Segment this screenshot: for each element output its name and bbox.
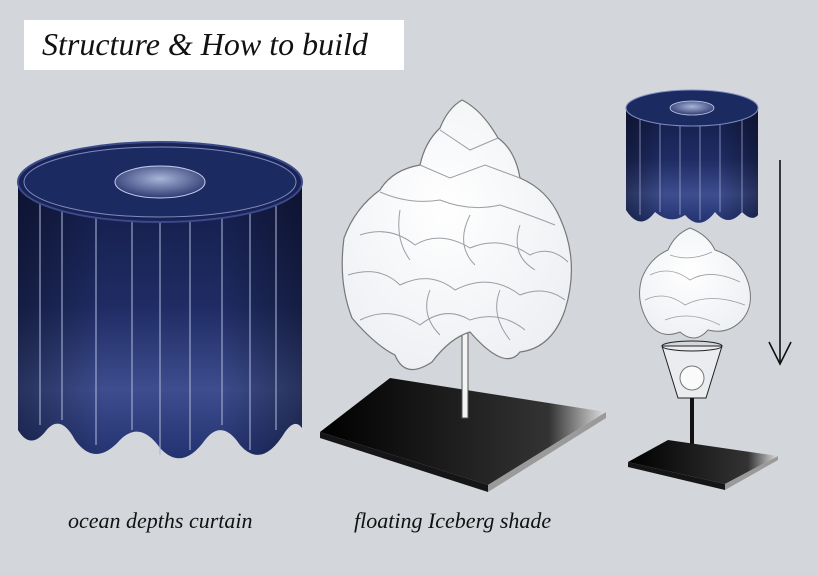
curtain-large: [17, 141, 303, 459]
arrow-down-icon: [768, 160, 792, 366]
assembly-diagram: [625, 89, 792, 490]
iceberg-facets: [347, 129, 569, 341]
light-bulb: [679, 365, 705, 391]
page-title: Structure & How to build: [42, 26, 368, 62]
iceberg-small: [639, 227, 751, 339]
curtain-folds: [39, 200, 277, 455]
caption-curtain: ocean depths curtain: [68, 508, 253, 533]
caption-shade: floating Iceberg shade: [354, 508, 552, 533]
curtain-small: [625, 89, 759, 223]
title-box: Structure & How to build: [24, 20, 404, 70]
iceberg-lamp: [320, 99, 606, 492]
